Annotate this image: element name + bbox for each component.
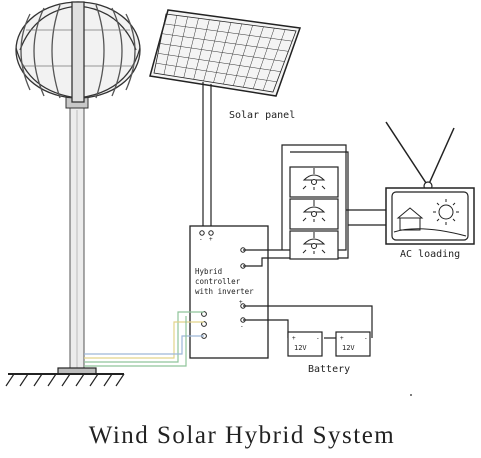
solar-panel: Solar panel (149, 9, 302, 228)
hybrid-controller: Hybrid controller with inverter - + + - (189, 225, 269, 359)
solar-panel-label: Solar panel (229, 110, 295, 121)
solar-cells (155, 15, 293, 91)
battery-cell-2-label: 12V (342, 344, 355, 352)
controller-label-line1: Hybrid (195, 267, 222, 276)
battery-cell-1-label: 12V (294, 344, 307, 352)
battery-cell-1 (287, 331, 323, 357)
wind-turbine (5, 1, 141, 387)
battery-label: Battery (308, 364, 350, 375)
terminal-solar-pos (208, 230, 214, 236)
antenna-right (427, 127, 455, 187)
wind-turbine-wiring (84, 311, 204, 367)
ac-loading: AC loading (385, 121, 475, 260)
antenna-left (385, 121, 429, 187)
ground (5, 367, 125, 387)
controller-label-line2: controller (195, 277, 241, 286)
ac-loading-label: AC loading (400, 249, 460, 260)
svg-text:+: + (340, 335, 344, 342)
terminal-solar-neg (199, 230, 205, 236)
svg-text:-: - (199, 236, 203, 243)
svg-text:+: + (209, 236, 213, 243)
battery-bank: + - + - (243, 305, 373, 357)
lamp-icon (302, 200, 326, 222)
lamp-icon (302, 168, 326, 190)
controller-label-line3: with inverter (195, 287, 254, 296)
svg-text:-: - (316, 335, 320, 342)
house-icon (396, 207, 424, 231)
svg-text:-: - (240, 323, 244, 330)
lamp-icon (302, 232, 326, 254)
sun-icon (433, 199, 459, 225)
battery-cell-2 (335, 331, 371, 357)
svg-text:-: - (364, 335, 368, 342)
bulbs (302, 168, 326, 254)
svg-text:+: + (239, 299, 243, 306)
turbine-rotor (15, 1, 141, 103)
svg-text:+: + (292, 335, 296, 342)
diagram-caption: Wind Solar Hybrid System (89, 422, 396, 449)
